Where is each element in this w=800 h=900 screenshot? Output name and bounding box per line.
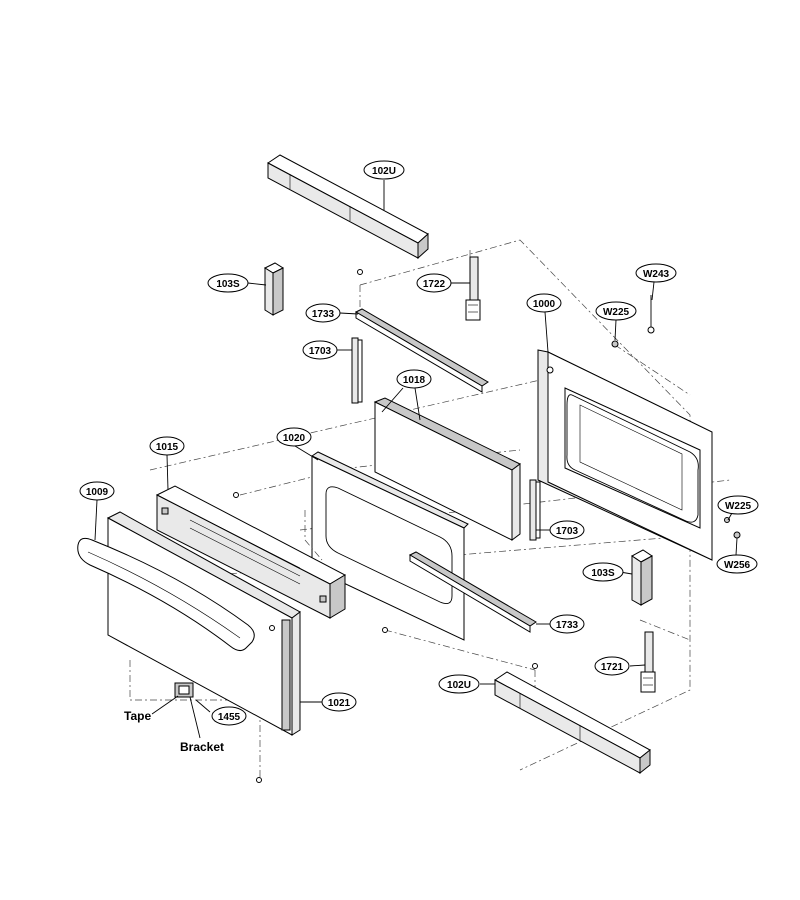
svg-text:1733: 1733 — [312, 309, 335, 320]
svg-text:1722: 1722 — [423, 279, 446, 290]
callout-1733-top: 1733 — [305, 303, 341, 323]
callout-103s-left: 103S — [207, 273, 249, 293]
callout-1000: 1000 — [526, 293, 562, 313]
note-bracket: Bracket — [180, 740, 224, 754]
callout-1703-left: 1703 — [302, 340, 338, 360]
screws-right — [724, 517, 741, 539]
screw-w225-top — [611, 340, 619, 348]
callout-102u-bottom: 102U — [438, 674, 480, 694]
svg-text:103S: 103S — [591, 568, 615, 579]
callout-1733-bottom: 1733 — [549, 614, 585, 634]
screw-w243 — [647, 295, 655, 334]
svg-text:1021: 1021 — [328, 698, 351, 709]
rail-1733-bottom — [382, 551, 537, 633]
svg-text:102U: 102U — [447, 680, 471, 691]
glass-panel-1018 — [373, 397, 521, 541]
callout-1015: 1015 — [149, 436, 185, 456]
svg-text:1015: 1015 — [156, 442, 179, 453]
bracket-1703-left — [351, 337, 363, 404]
svg-text:1703: 1703 — [309, 346, 332, 357]
door-panel-1020 — [233, 451, 469, 641]
svg-text:103S: 103S — [216, 279, 240, 290]
trim-bar-102u-bottom — [494, 663, 651, 775]
hinge-1721 — [640, 631, 656, 693]
spacer-block-103s-left — [263, 262, 285, 316]
svg-text:W243: W243 — [643, 269, 670, 280]
callout-1020: 1020 — [276, 427, 312, 447]
spacer-block-103s-right — [631, 549, 653, 606]
svg-text:1009: 1009 — [86, 487, 109, 498]
door-handle-1009 — [77, 537, 255, 652]
svg-text:1703: 1703 — [556, 526, 579, 537]
svg-text:W225: W225 — [603, 307, 630, 318]
callout-w256: W256 — [716, 554, 758, 574]
svg-text:1455: 1455 — [218, 712, 241, 723]
callout-1455: 1455 — [211, 706, 247, 726]
inner-door-frame-1000 — [537, 349, 713, 561]
svg-text:1733: 1733 — [556, 620, 579, 631]
callout-w243: W243 — [635, 263, 677, 283]
callout-1703-right: 1703 — [549, 520, 585, 540]
svg-text:102U: 102U — [372, 166, 396, 177]
rail-1733-top — [354, 269, 489, 393]
callout-103s-right: 103S — [582, 562, 624, 582]
svg-text:1000: 1000 — [533, 299, 556, 310]
callout-1721: 1721 — [594, 656, 630, 676]
svg-text:W256: W256 — [724, 560, 751, 571]
callout-w225-right: W225 — [717, 495, 759, 515]
note-tape: Tape — [124, 709, 151, 723]
callout-1021: 1021 — [321, 692, 357, 712]
callout-w225-top: W225 — [595, 301, 637, 321]
svg-text:1721: 1721 — [601, 662, 624, 673]
callout-1722: 1722 — [416, 273, 452, 293]
svg-text:1018: 1018 — [403, 375, 426, 386]
trim-bar-102u-top — [267, 154, 429, 260]
vent-rail-1015 — [155, 485, 347, 619]
callout-1009: 1009 — [79, 481, 115, 501]
callout-102u-top: 102U — [363, 160, 405, 180]
callout-1018: 1018 — [396, 369, 432, 389]
hinge-1722 — [465, 256, 481, 321]
leader-lines — [94, 180, 738, 739]
svg-text:1020: 1020 — [283, 433, 306, 444]
svg-text:W225: W225 — [725, 501, 752, 512]
bracket-1455 — [174, 682, 194, 698]
bracket-1703-right — [529, 479, 541, 541]
